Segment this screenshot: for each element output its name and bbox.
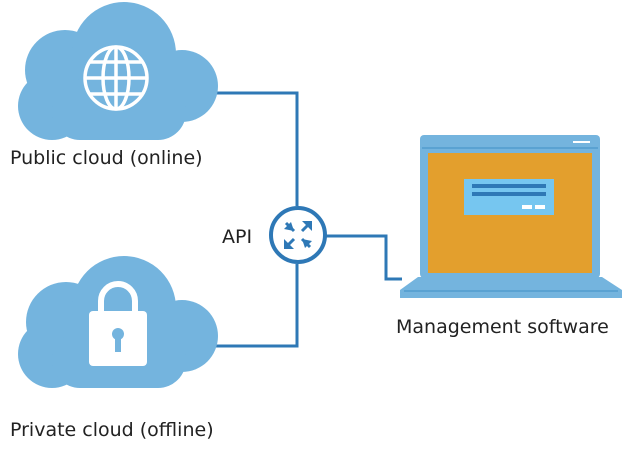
globe-icon [83,45,149,111]
public-cloud-link [212,91,299,206]
laptop-icon [400,135,622,298]
public-cloud-label: Public cloud (online) [10,147,203,169]
router-arrows-icon [269,206,327,264]
connectors [212,91,402,348]
management-software-label: Management software [396,316,609,338]
laptop-base [400,277,622,298]
api-label: API [222,226,253,248]
public-cloud-shape [18,2,218,140]
private-cloud [18,256,218,388]
public-cloud [18,2,218,140]
private-cloud-link [212,264,299,348]
private-cloud-label: Private cloud (offline) [10,419,214,441]
laptop-link [326,234,402,281]
padlock-icon [89,281,147,366]
